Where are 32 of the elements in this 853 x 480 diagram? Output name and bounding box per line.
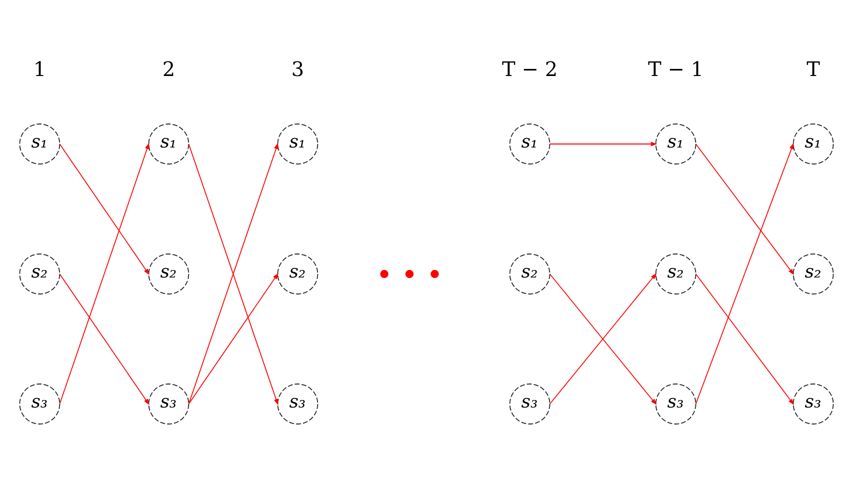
arrow xyxy=(59,144,150,276)
arrow xyxy=(695,274,794,406)
label: T − 2 xyxy=(502,57,558,81)
node-circle: s₁ xyxy=(509,124,550,164)
node-circle: s₃ xyxy=(509,384,550,424)
node-circle: s₂ xyxy=(19,254,60,294)
arrow xyxy=(695,144,794,276)
arrow xyxy=(188,272,278,404)
arrow xyxy=(695,142,794,404)
node-circle: s₁ xyxy=(19,124,60,164)
node-circle: s₂ xyxy=(792,254,834,294)
node-circle: s₁ xyxy=(277,124,318,164)
node-circle: s₃ xyxy=(148,384,190,424)
node-circle: s₁ xyxy=(655,124,696,164)
node-circle: s₃ xyxy=(655,384,696,424)
node-circle: s₂ xyxy=(277,254,318,294)
node-circle: s₂ xyxy=(655,254,696,294)
node-circle: s₂ xyxy=(148,254,190,294)
arrow xyxy=(549,142,658,146)
node-circle: s₃ xyxy=(277,384,318,424)
node-circle: s₂ xyxy=(509,254,550,294)
label: 3 xyxy=(291,57,304,81)
label: T − 1 xyxy=(648,57,704,81)
node-circle: s₁ xyxy=(792,124,834,164)
node-circle: s₃ xyxy=(792,384,834,424)
label: T xyxy=(806,57,820,81)
label: 2 xyxy=(162,57,176,81)
arrow xyxy=(59,274,150,406)
arrow xyxy=(59,142,150,404)
node-circle: s₁ xyxy=(148,124,190,164)
node-circle: s₃ xyxy=(19,384,60,424)
label: 1 xyxy=(33,57,46,81)
